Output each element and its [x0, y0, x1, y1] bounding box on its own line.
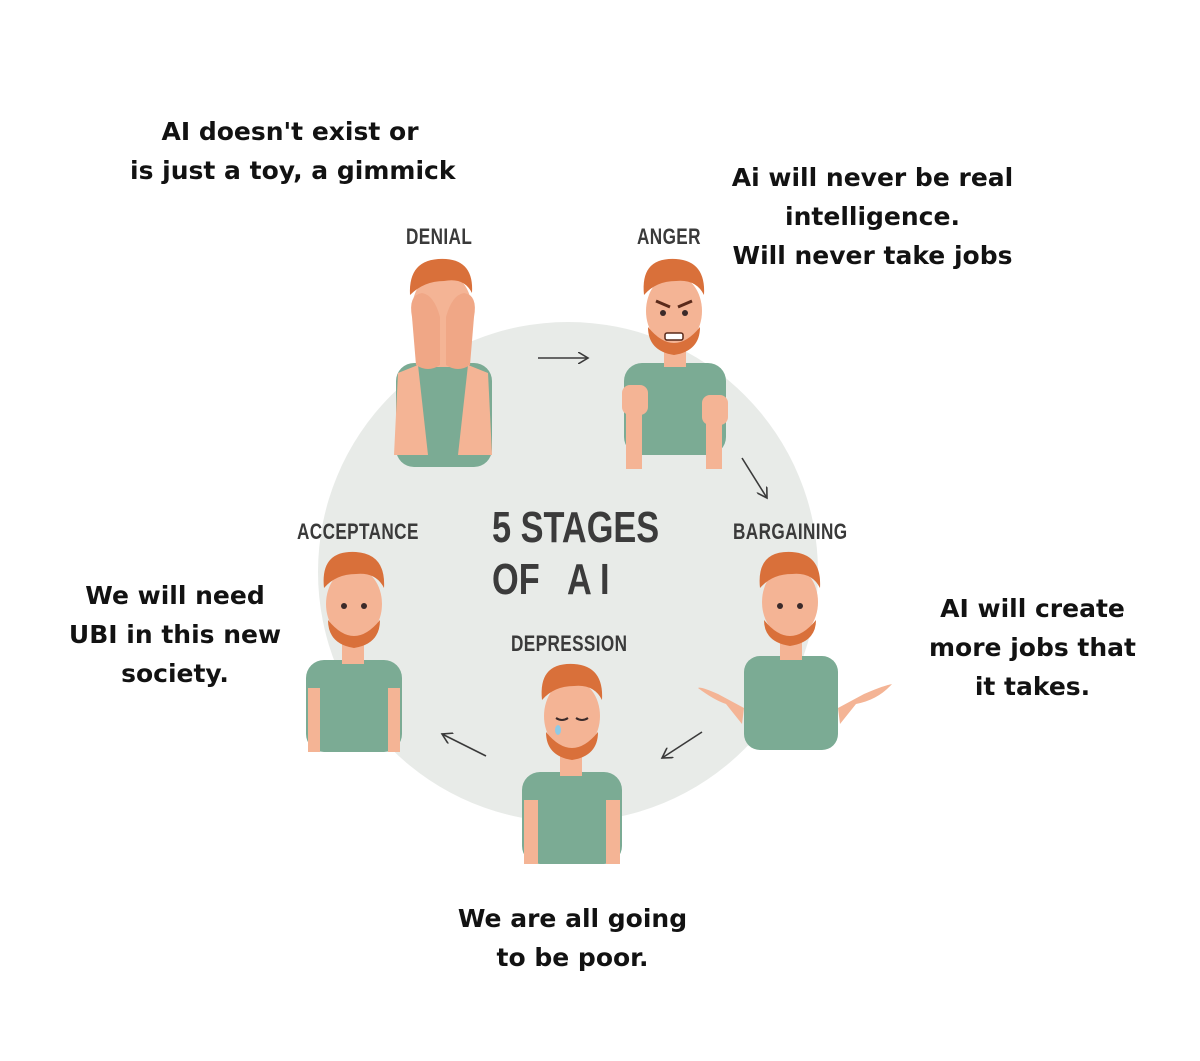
person-denial-icon: [394, 258, 492, 467]
person-anger-icon: [622, 258, 728, 469]
person-depression-icon: [522, 663, 622, 864]
depression-caption: We are all going to be poor.: [457, 904, 688, 972]
anger-caption: Ai will never be real intelligence. Will…: [731, 163, 1014, 270]
acceptance-label: ACCEPTANCE: [297, 519, 419, 544]
bargaining-label: BARGAINING: [733, 519, 848, 544]
acceptance-caption: We will need UBI in this new society.: [68, 581, 282, 688]
bargaining-caption: AI will create more jobs that it takes.: [928, 594, 1136, 701]
depression-label: DEPRESSION: [511, 631, 628, 656]
person-acceptance-icon: [306, 551, 402, 752]
denial-label: DENIAL: [406, 224, 473, 249]
anger-label: ANGER: [637, 224, 701, 249]
denial-caption: AI doesn't exist or is just a toy, a gim…: [130, 117, 456, 185]
diagram-title: 5 STAGES OF A I: [492, 503, 660, 604]
person-bargaining-icon: [698, 551, 892, 750]
